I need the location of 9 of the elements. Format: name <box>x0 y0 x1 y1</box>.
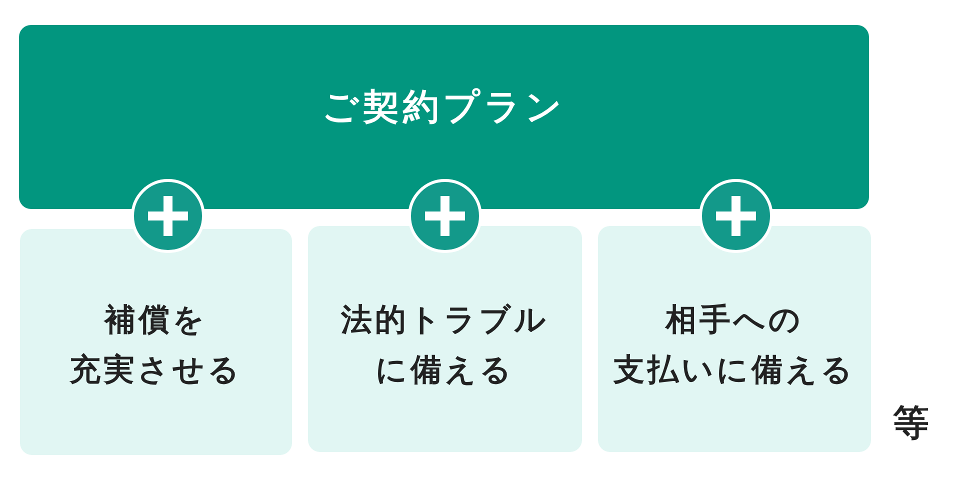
card-text: 相手への支払いに備える <box>614 301 856 390</box>
banner-title: ご契約プラン <box>322 86 566 130</box>
coverage-card <box>20 229 292 455</box>
plan-banner <box>19 25 869 209</box>
coverage-card <box>598 226 871 452</box>
etc-text: 等 <box>893 406 929 442</box>
card-text: 補償を充実させる <box>70 301 242 390</box>
card-text: 法的トラブルに備える <box>341 301 549 390</box>
coverage-card <box>308 226 582 452</box>
